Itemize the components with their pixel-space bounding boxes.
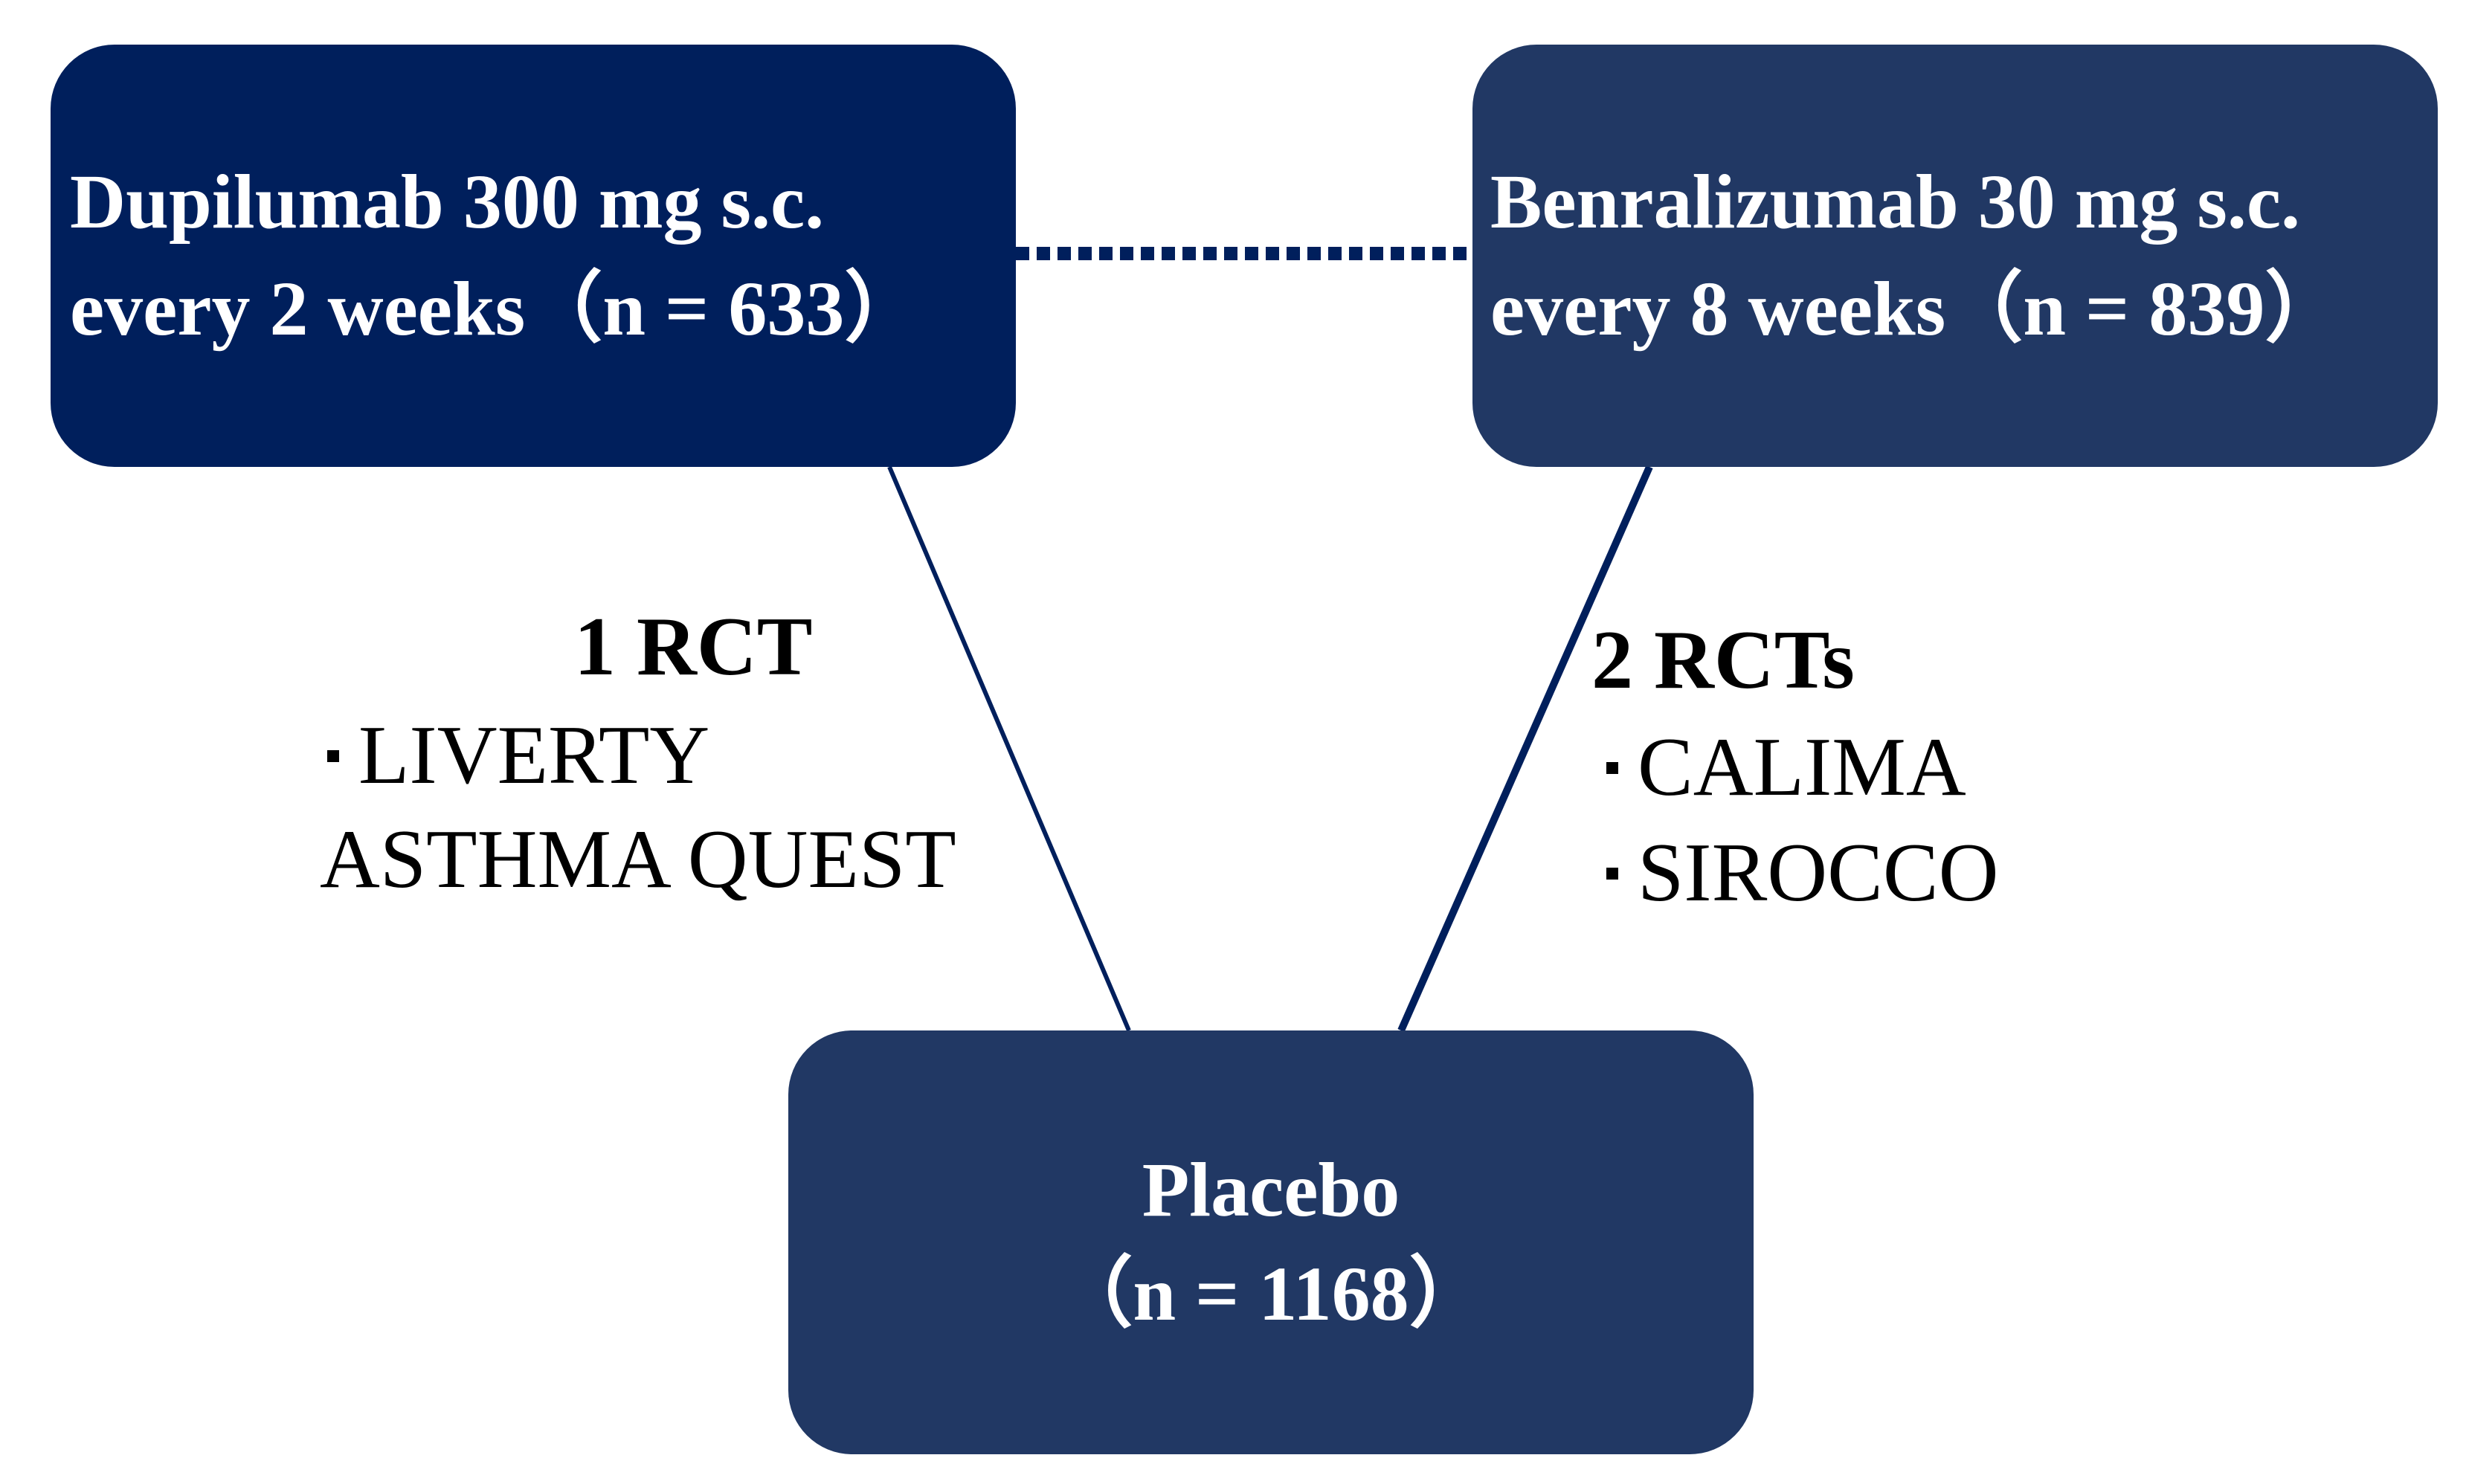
dupilumab-dose-label: Dupilumab 300 mg s.c. [70, 159, 825, 245]
trial-item-liverty: LIVERTY [327, 706, 709, 804]
benralizumab-rct-count: 2 RCTs [1591, 614, 1855, 706]
dupilumab-node: Dupilumab 300 mg s.c. every 2 weeks（n = … [51, 45, 1016, 467]
trial-item-calima: CALIMA [1606, 718, 1966, 816]
bullet-icon [327, 750, 339, 763]
placebo-label: Placebo [1142, 1147, 1400, 1233]
dupilumab-placebo-edge [887, 465, 1131, 1032]
bullet-icon [1606, 868, 1618, 880]
dupilumab-rct-count: 1 RCT [574, 601, 813, 693]
placebo-node: Placebo （n = 1168） [788, 1030, 1754, 1454]
bullet-icon [1606, 762, 1618, 775]
benralizumab-dose-label: Benralizumab 30 mg s.c. [1490, 159, 2301, 245]
trial-item-sirocco: SIROCCO [1606, 824, 1998, 922]
trial-name: SIROCCO [1638, 827, 1999, 919]
trial-name: CALIMA [1638, 721, 1966, 813]
benralizumab-schedule-label: every 8 weeks（n = 839） [1490, 266, 2343, 352]
placebo-count-label: （n = 1168） [1055, 1251, 1487, 1337]
benralizumab-placebo-edge [1397, 465, 1653, 1033]
dupilumab-schedule-label: every 2 weeks（n = 633） [70, 266, 922, 352]
benralizumab-node: Benralizumab 30 mg s.c. every 8 weeks（n … [1472, 45, 2438, 467]
trial-item-asthma-quest: ASTHMA QUEST [320, 813, 956, 906]
trial-name: LIVERTY [358, 709, 710, 801]
